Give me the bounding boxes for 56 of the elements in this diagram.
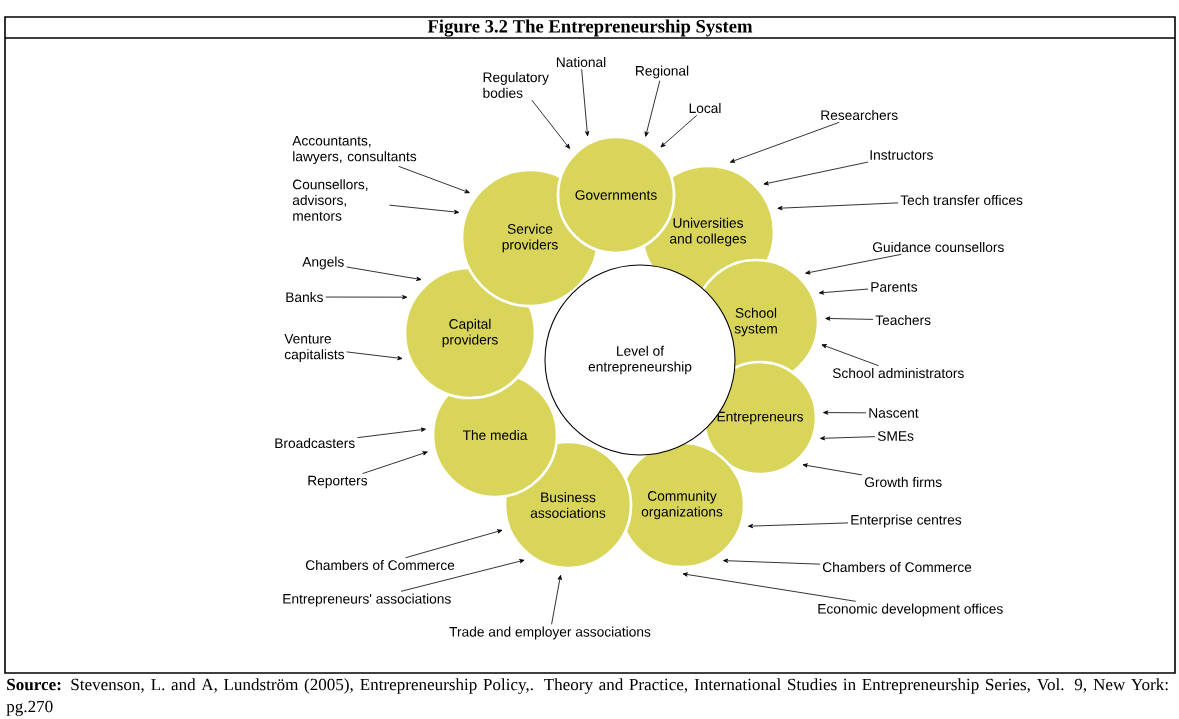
arrow	[818, 288, 869, 295]
arrow	[802, 463, 863, 476]
arrow	[821, 344, 879, 367]
arrow	[777, 202, 899, 211]
arrow	[819, 436, 876, 441]
arrow	[346, 266, 422, 281]
actor-label: Parents	[871, 282, 918, 292]
actor-label: Banks	[286, 291, 323, 303]
actor-label: Entrepreneurs' associations	[283, 593, 451, 607]
arrow	[723, 558, 821, 565]
actor-label: Growth firms	[864, 476, 942, 488]
actor-label: Local	[689, 102, 721, 114]
actor-label: Trade and employer associations	[449, 626, 651, 640]
actor-label: Accountants, lawyers, consultants	[292, 136, 417, 164]
actor-label: Reporters	[308, 475, 368, 489]
arrow	[644, 80, 661, 137]
arrow	[362, 451, 428, 474]
arrow	[825, 316, 874, 321]
actor-label: Tech transfer offices	[900, 194, 1023, 206]
arrow	[805, 253, 902, 275]
arrow	[531, 99, 570, 149]
actor-label: Teachers	[875, 314, 931, 326]
arrow	[398, 165, 470, 194]
arrow	[389, 204, 460, 215]
actor-label: Regional	[636, 65, 689, 79]
figure-title: Figure 3.2 The Entrepreneurship System	[427, 19, 753, 37]
arrow	[763, 161, 869, 186]
actor-label: SMEs	[877, 431, 914, 441]
arrow	[660, 114, 698, 148]
actor-label: Economic development offices	[818, 603, 1003, 617]
arrow	[325, 295, 408, 300]
actor-label: Counsellors, advisors, mentors	[292, 179, 368, 221]
actor-label: Guidance counsellors	[872, 241, 1004, 253]
actor-label: Researchers	[821, 109, 898, 121]
arrow	[405, 529, 503, 559]
actor-label: Nascent	[869, 408, 919, 418]
arrow	[682, 572, 857, 602]
arrow	[823, 410, 867, 415]
arrow	[400, 559, 525, 592]
actor-label: Venture capitalists	[284, 334, 345, 362]
actor-label: Angels	[302, 256, 344, 270]
source-note: Source: Stevenson, L. and A, Lundström (2005), Entrepreneurship Policy,. Theory and Practice, International Studies in Entrepreneurship Series, Vol. 9, New York: pg.270	[6, 678, 1168, 716]
actor-label: Instructors	[870, 150, 933, 160]
actor-label: Enterprise centres	[851, 514, 962, 528]
arrow	[729, 121, 840, 163]
actor-label: National	[556, 56, 606, 68]
arrow	[346, 351, 403, 361]
actor-label: Chambers of Commerce	[305, 559, 455, 571]
arrow	[551, 574, 562, 625]
arrow	[581, 68, 590, 137]
actor-label: School administrators	[832, 367, 964, 379]
actor-label: Chambers of Commerce	[822, 561, 972, 573]
arrow	[748, 522, 849, 529]
actor-label: Regulatory bodies	[483, 72, 549, 98]
arrow	[357, 427, 426, 439]
actor-label: Broadcasters	[275, 437, 355, 449]
